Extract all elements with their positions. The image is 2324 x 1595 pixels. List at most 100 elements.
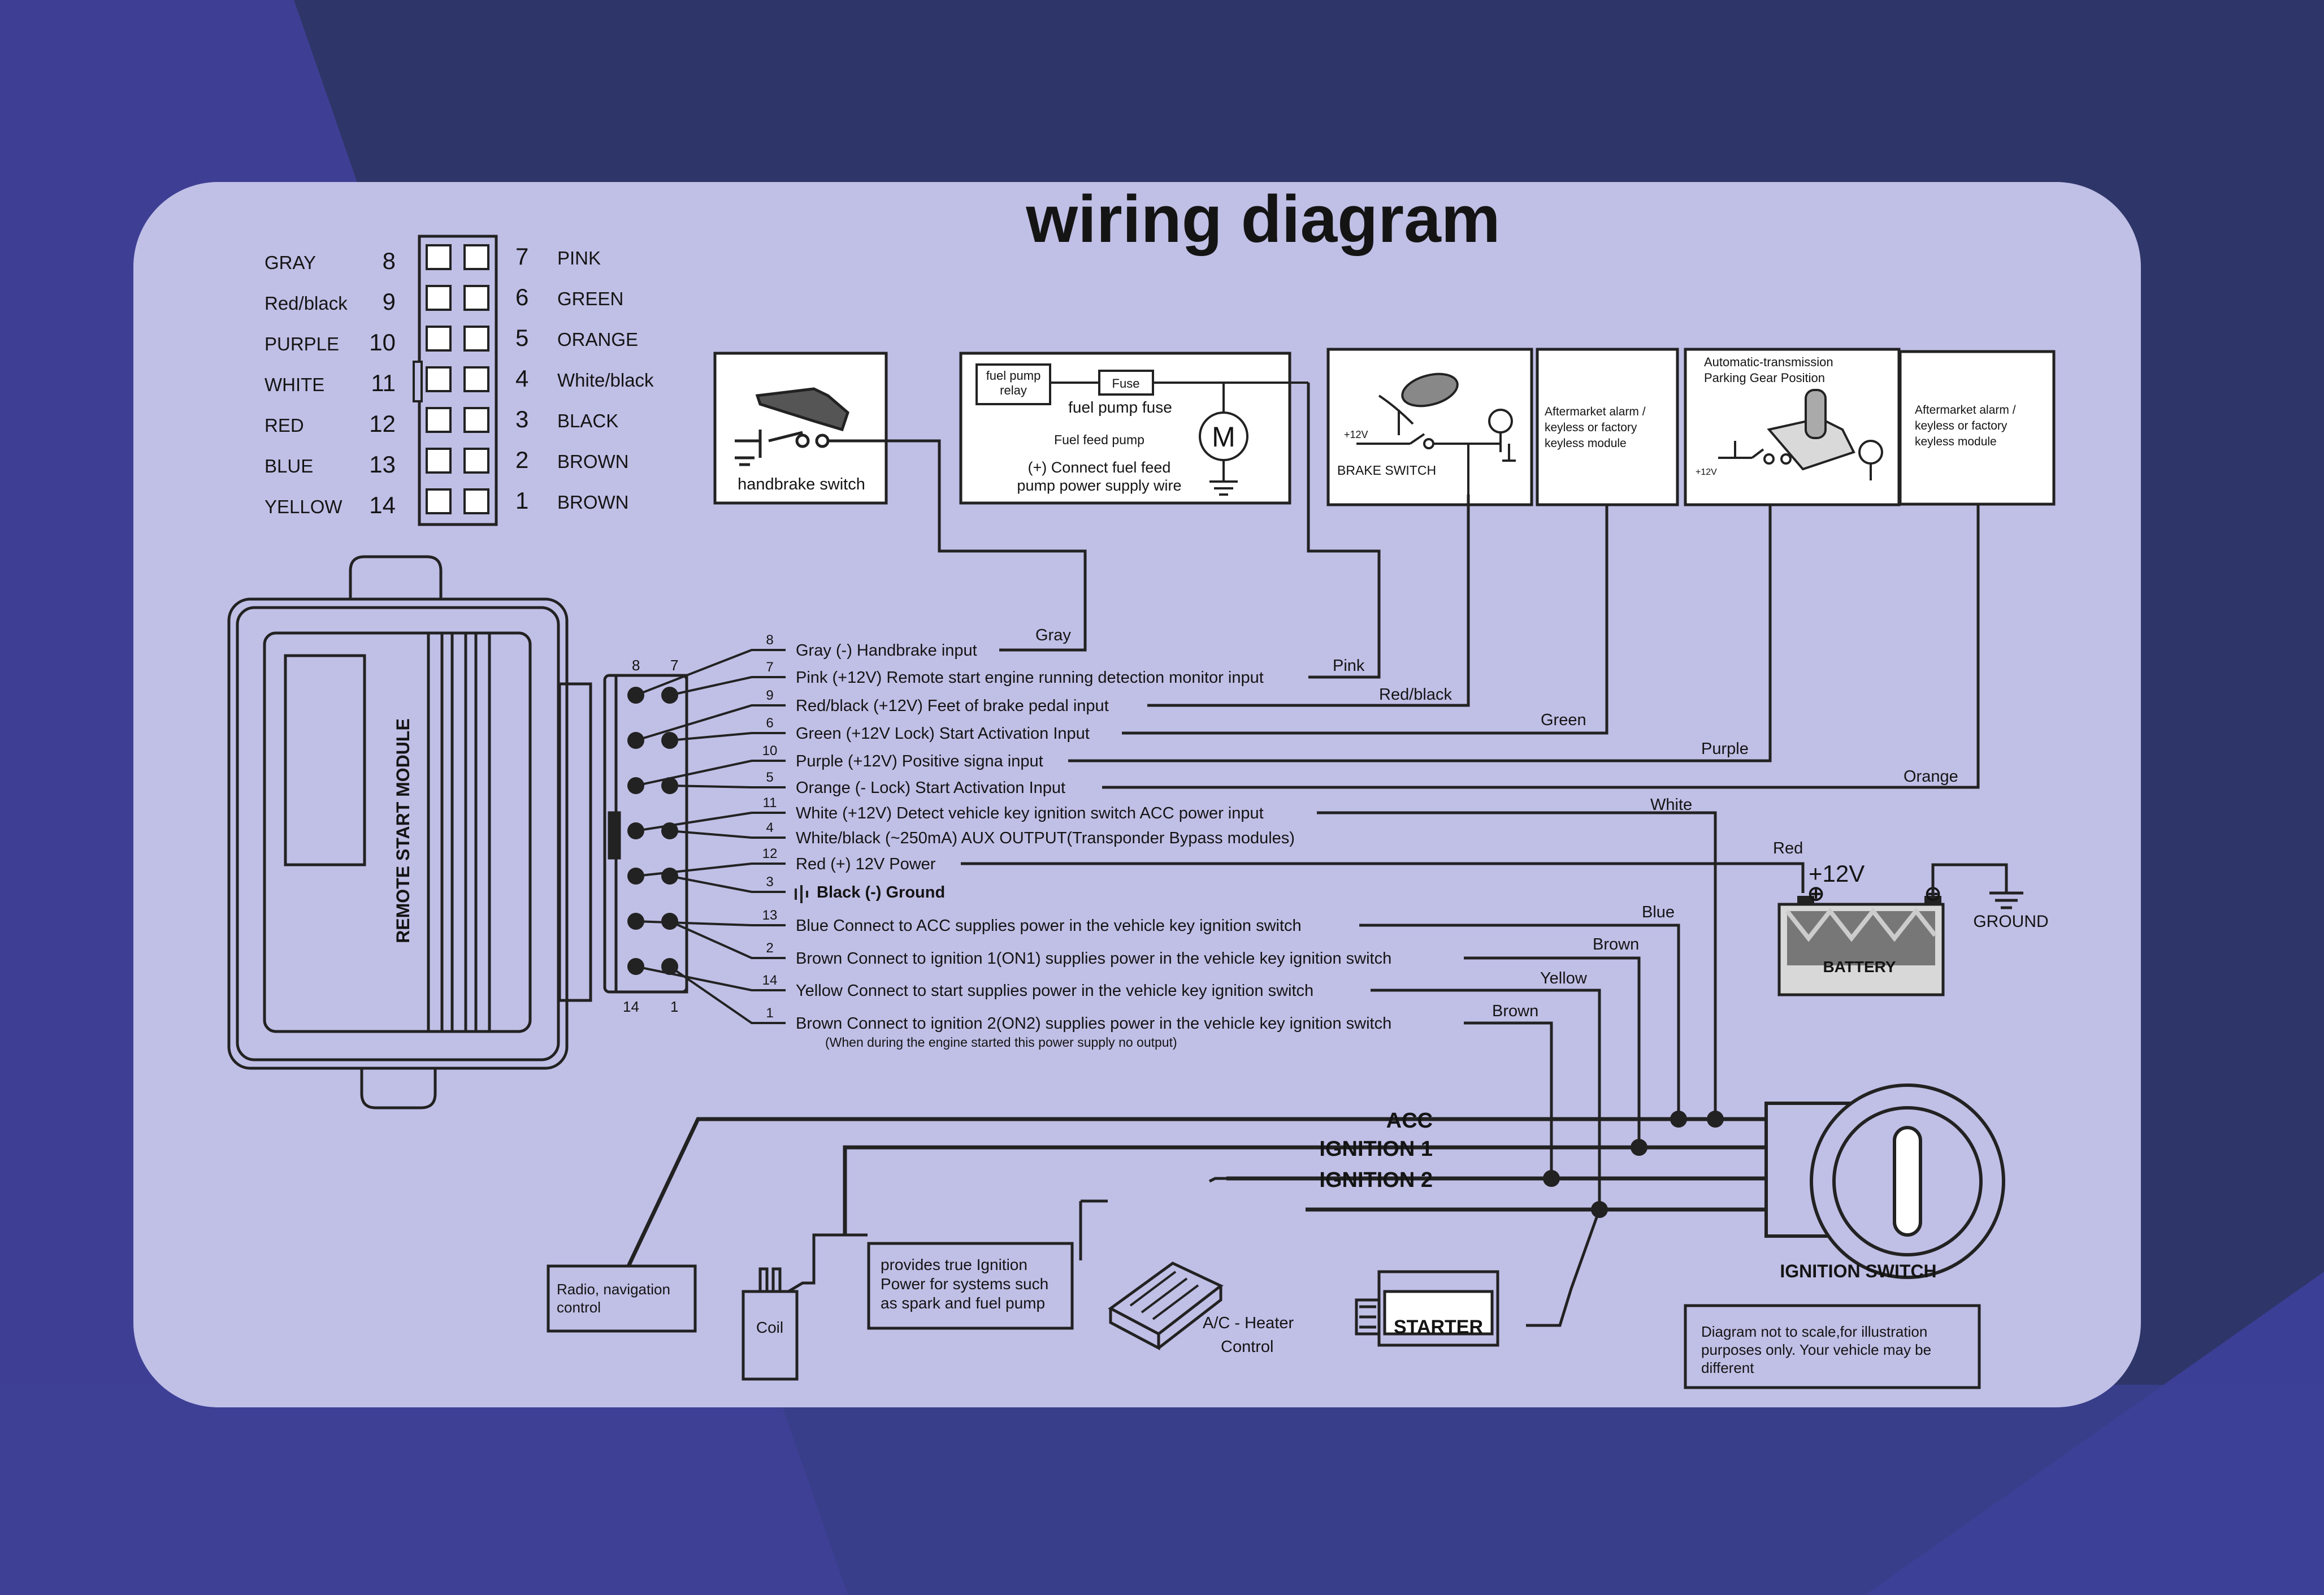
pin-cell [463, 244, 489, 270]
wire-description: Yellow Connect to start supplies power i… [796, 982, 1313, 1000]
acc-label: ACC [1386, 1109, 1433, 1133]
legend-right-name: BROWN [557, 451, 629, 472]
label-purple: Purple [1701, 740, 1749, 758]
wire-number: 3 [766, 874, 773, 890]
pin-cell [463, 366, 489, 392]
label-red: Red [1773, 839, 1803, 857]
wire-number: 4 [766, 820, 773, 835]
wire-line [635, 862, 786, 877]
brake-switch-box [1326, 348, 1533, 506]
svg-text:14: 14 [623, 998, 639, 1015]
label-brown-1: Brown [1492, 1002, 1538, 1020]
wire-line [635, 812, 786, 832]
wire-line [669, 965, 786, 1024]
wire-number: 6 [766, 716, 773, 731]
label-gray: Gray [1035, 626, 1071, 644]
wire-line [669, 830, 786, 839]
wire-number: 12 [762, 846, 778, 861]
wire-line [635, 760, 786, 787]
wire-description: Blue Connect to ACC supplies power in th… [796, 917, 1302, 935]
wire-description: Red (+) 12V Power [796, 855, 936, 873]
pin-cell [426, 488, 452, 514]
wire-line [635, 965, 786, 991]
wire-description: Green (+12V Lock) Start Activation Input [796, 725, 1090, 743]
legend-left-num: 13 [369, 451, 396, 478]
legend-left-name: GRAY [265, 252, 316, 273]
label-orange: Orange [1904, 768, 1958, 786]
starter-label: STARTER [1394, 1316, 1483, 1338]
ignition-bus [626, 1103, 1768, 1267]
wire-number: 8 [766, 632, 773, 648]
coil-note-box [867, 1242, 1074, 1330]
gear-12v-label: +12V [1696, 467, 1717, 477]
legend-right-name: White/black [557, 370, 654, 391]
legend-left-name: WHITE [265, 374, 324, 395]
legend-left-num: 8 [383, 248, 396, 274]
ignition2-label: IGNITION 2 [1319, 1168, 1433, 1192]
routed-wires [886, 383, 1980, 1327]
legend-right-name: GREEN [557, 288, 623, 309]
wire-description: White/black (~250mA) AUX OUTPUT(Transpon… [796, 829, 1295, 847]
wire-description: Brown Connect to ignition 2(ON2) supplie… [796, 1015, 1391, 1033]
battery-plus-label: +12V [1809, 860, 1865, 887]
wire-number: 2 [766, 940, 773, 956]
wire-number: 11 [763, 795, 777, 810]
wire-number: 10 [762, 743, 778, 759]
wire-description: White (+12V) Detect vehicle key ignition… [796, 804, 1264, 822]
pin-cell [463, 285, 489, 311]
ignition-switch [1764, 1083, 2005, 1279]
module-label: REMOTE START MODULE [393, 718, 413, 943]
pin-cell [463, 488, 489, 514]
legend-left-num: 11 [371, 370, 396, 396]
legend-right-name: PINK [557, 248, 601, 268]
legend-right-num: 1 [515, 487, 528, 514]
wire-note: (When during the engine started this pow… [825, 1035, 1177, 1050]
wire-line [635, 704, 786, 742]
wire-line [669, 920, 786, 959]
wire-line [669, 676, 786, 696]
label-white: White [1650, 796, 1692, 814]
svg-text:1: 1 [670, 998, 678, 1015]
starter-icon [1355, 1270, 1499, 1347]
battery-label: BATTERY [1823, 958, 1896, 976]
wire-number: 13 [762, 908, 778, 923]
legend-right-num: 5 [515, 324, 528, 351]
ignition1-label: IGNITION 1 [1319, 1137, 1433, 1161]
fuel-connect-label-2: pump power supply wire [1017, 477, 1181, 494]
ignition-switch-label: IGNITION SWITCH [1780, 1261, 1936, 1281]
label-brown-2: Brown [1593, 935, 1639, 953]
wire-number: 9 [766, 688, 773, 703]
wire-line [669, 875, 786, 893]
wire-line [669, 732, 786, 742]
module-connector: 8 7 14 1 [614, 657, 688, 1015]
ac-heater-icon [1108, 1262, 1224, 1351]
handbrake-lever-icon [735, 387, 886, 466]
pin-cell [463, 407, 489, 433]
wire-description: Black (-) Ground [817, 883, 945, 901]
wire-description: Red/black (+12V) Feet of brake pedal inp… [796, 697, 1109, 715]
legend-right-name: BLACK [557, 410, 618, 431]
svg-text:8: 8 [632, 657, 640, 674]
alarm-module-box-2 [1898, 350, 2056, 506]
label-green: Green [1541, 711, 1586, 729]
label-pink: Pink [1333, 657, 1365, 675]
pin-cell [463, 448, 489, 474]
junction-dots [1543, 1111, 1724, 1218]
motor-letter: M [1212, 421, 1235, 453]
fuel-connect-label-1: (+) Connect fuel feed [1028, 459, 1171, 476]
alarm-module-box-1 [1536, 348, 1679, 506]
ground-label: GROUND [1973, 912, 2048, 931]
pin-cell [426, 407, 452, 433]
svg-text:7: 7 [670, 657, 678, 674]
legend-right-num: 3 [515, 406, 528, 432]
wire-description: Purple (+12V) Positive signa input [796, 752, 1043, 770]
coil-icon [742, 1233, 868, 1381]
wire-number: 5 [766, 770, 773, 785]
